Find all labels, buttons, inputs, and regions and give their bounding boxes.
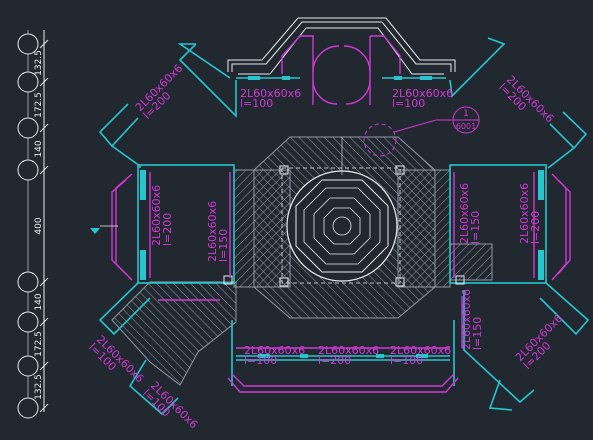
dimension-tick [39, 123, 49, 133]
axis-bubble [17, 117, 39, 139]
axis-bubble [17, 271, 39, 293]
dimension-value: 132.5 [34, 374, 44, 400]
structural-walls [98, 37, 590, 416]
dimension-tick [39, 403, 49, 413]
callout-reference: 6001 [456, 122, 476, 131]
dimension-value: 400 [34, 217, 44, 234]
beam-top-left-size: 2L60x60x6 [240, 87, 301, 100]
bot-3-length: l=100 [390, 354, 423, 367]
top-entrance [227, 17, 456, 105]
left-inner-length: l=150 [217, 229, 230, 262]
dimension-value: 140 [34, 293, 44, 310]
right-low-length: l=150 [471, 317, 484, 350]
right-mid-length: l=200 [529, 211, 542, 244]
dimension-value: 132.5 [34, 50, 44, 76]
dimension-value: 172.5 [34, 92, 44, 118]
beam-top-right-length: l=100 [392, 97, 425, 110]
axis-bubble [17, 33, 39, 55]
dimension-tick [39, 361, 49, 371]
axis-bubble [17, 311, 39, 333]
right-low-size: 2L60x60x6 [460, 289, 473, 350]
left-mid-length: l=200 [161, 213, 174, 246]
dimension-tick [39, 39, 49, 49]
dimension-tick [39, 165, 49, 175]
dimension-tick [39, 317, 49, 327]
bot-2-length: l=200 [318, 354, 351, 367]
central-octagon [281, 137, 401, 284]
left-mid-size: 2L60x60x6 [150, 185, 163, 246]
bot-1-length: l=100 [244, 354, 277, 367]
axis-bubble [17, 71, 39, 93]
bot-1-size: 2L60x60x6 [244, 344, 305, 357]
callout-number: 1 [463, 109, 469, 119]
dimension-value: 140 [34, 140, 44, 157]
detail-callout: 1 6001 [363, 106, 480, 157]
dimension-value: 172.5 [34, 331, 44, 357]
axis-dimension-chain: 132.5 172.5 140 400 140 172.5 132.5 [17, 30, 49, 419]
bot-2-size: 2L60x60x6 [318, 344, 379, 357]
right-mid-size: 2L60x60x6 [518, 183, 531, 244]
axis-bubble [17, 397, 39, 419]
beam-top-right-size: 2L60x60x6 [392, 87, 453, 100]
left-inner-size: 2L60x60x6 [206, 201, 219, 262]
right-inner-size: 2L60x60x6 [458, 183, 471, 244]
dimension-tick [39, 77, 49, 87]
axis-bubble [17, 159, 39, 181]
dimension-tick [39, 277, 49, 287]
axis-bubble [17, 355, 39, 377]
beam-top-left-length: l=100 [240, 97, 273, 110]
section-marker [90, 225, 118, 234]
bot-3-size: 2L60x60x6 [390, 344, 451, 357]
right-inner-length: l=150 [469, 211, 482, 244]
